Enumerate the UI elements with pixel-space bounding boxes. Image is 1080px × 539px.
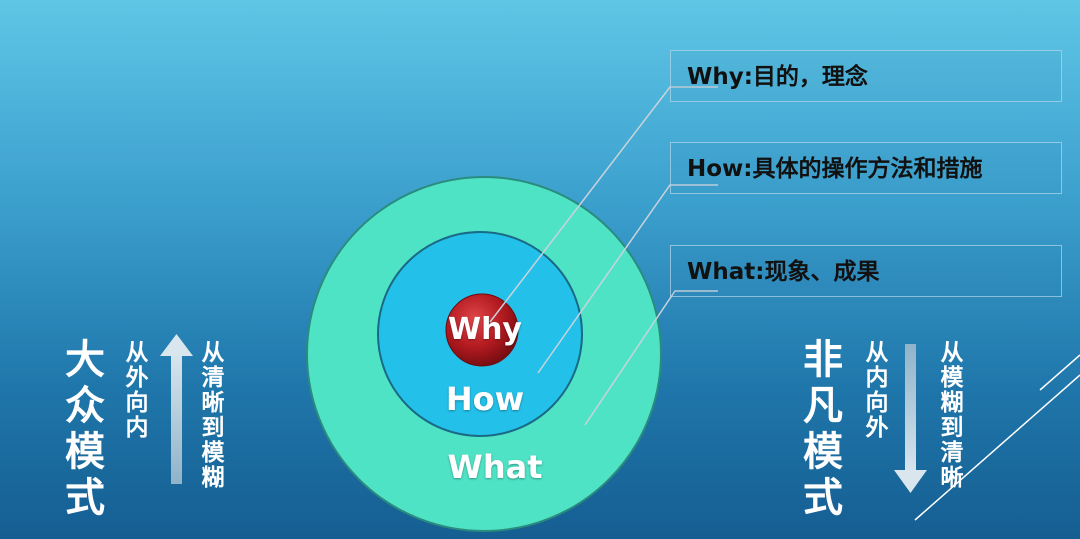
what-label: What	[447, 448, 543, 486]
outside-in-label: 从外向内	[121, 340, 147, 440]
what-connector-line	[584, 290, 718, 426]
up-arrow-icon	[160, 334, 193, 484]
how-label: How	[445, 380, 525, 418]
how-callout: How:具体的操作方法和措施	[670, 142, 1062, 194]
why-callout: Why:目的，理念	[670, 50, 1062, 102]
what-callout: What:现象、成果	[670, 245, 1062, 297]
why-label: Why	[447, 312, 522, 347]
decorative-lines	[914, 354, 1080, 521]
inside-out-label: 从内向外	[861, 340, 887, 440]
center-circle	[445, 293, 519, 367]
blur-to-clear-label: 从模糊到清晰	[936, 340, 962, 490]
extraordinary-mode-label: 非凡模式	[796, 338, 842, 522]
clear-to-blur-label: 从清晰到模糊	[197, 340, 223, 490]
down-arrow-icon	[894, 344, 927, 493]
popular-mode-label: 大众模式	[58, 338, 104, 522]
